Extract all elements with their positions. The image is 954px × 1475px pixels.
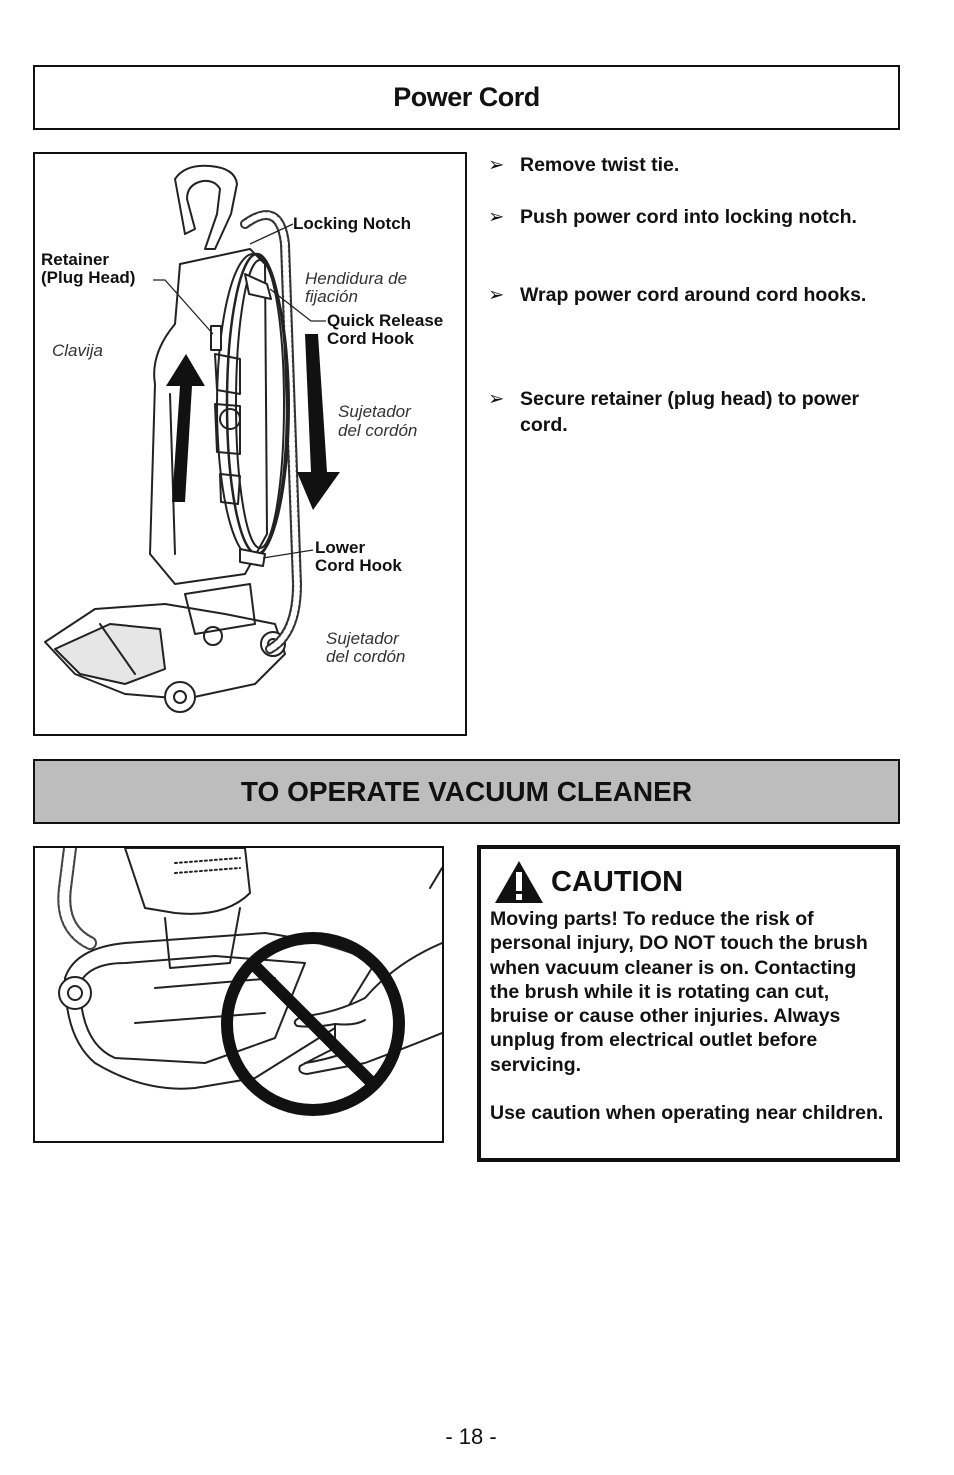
step-item: ➢ Push power cord into locking notch. — [488, 204, 908, 230]
label-fijacion: fijación — [305, 287, 358, 306]
arrow-bullet-icon: ➢ — [488, 206, 505, 228]
caution-title: CAUTION — [551, 865, 684, 898]
step-item: ➢ Secure retainer (plug head) to power c… — [488, 386, 908, 438]
label-lower-cord-hook: Cord Hook — [315, 556, 402, 575]
label-clavija: Clavija — [52, 341, 104, 360]
step-text: Push power cord into locking notch. — [520, 206, 857, 228]
label-locking-notch: Locking Notch — [293, 214, 412, 233]
power-cord-title-text: Power Cord — [393, 82, 540, 112]
label-del-cordon-upper: del cordón — [338, 421, 418, 440]
label-quick-release-cord-hook: Cord Hook — [327, 329, 414, 348]
hand-brush-drawing — [57, 848, 442, 1116]
label-quick-release: Quick Release — [327, 311, 444, 330]
step-text: Secure retainer (plug head) to power cor… — [520, 388, 860, 436]
brush-warning-illustration — [33, 846, 444, 1143]
label-lower: Lower — [315, 538, 366, 557]
label-del-cordon-lower: del cordón — [326, 647, 406, 666]
arrow-bullet-icon: ➢ — [488, 388, 505, 410]
label-plug-head: (Plug Head) — [41, 268, 136, 287]
arrow-bullet-icon: ➢ — [488, 154, 505, 176]
caution-text-children: Use caution when operating near children… — [490, 1102, 884, 1125]
power-cord-title: Power Cord — [33, 65, 900, 130]
warning-triangle-icon — [495, 861, 543, 903]
vacuum-cord-drawing — [44, 164, 340, 713]
label-retainer: Retainer — [41, 250, 110, 269]
label-hendidura: Hendidura de — [305, 269, 408, 288]
caution-text: Moving parts! To reduce the risk of pers… — [490, 908, 868, 1076]
label-sujetador-lower: Sujetador — [326, 629, 399, 648]
step-text: Remove twist tie. — [520, 154, 680, 176]
caution-box: CAUTION Moving parts! To reduce the risk… — [477, 845, 900, 1162]
operate-vacuum-title: TO OPERATE VACUUM CLEANER — [33, 759, 900, 824]
step-item: ➢ Remove twist tie. — [488, 152, 908, 178]
arrow-bullet-icon: ➢ — [488, 284, 505, 306]
page-number: - 18 - — [445, 1424, 497, 1449]
operate-vacuum-title-text: TO OPERATE VACUUM CLEANER — [240, 775, 693, 807]
caution-body: Moving parts! To reduce the risk of pers… — [490, 907, 890, 1125]
caution-header: CAUTION — [493, 859, 683, 905]
power-cord-illustration: Locking Notch Retainer (Plug Head) Hendi… — [33, 152, 467, 736]
label-sujetador-upper: Sujetador — [338, 402, 411, 421]
step-text: Wrap power cord around cord hooks. — [520, 284, 867, 306]
step-item: ➢ Wrap power cord around cord hooks. — [488, 282, 908, 308]
